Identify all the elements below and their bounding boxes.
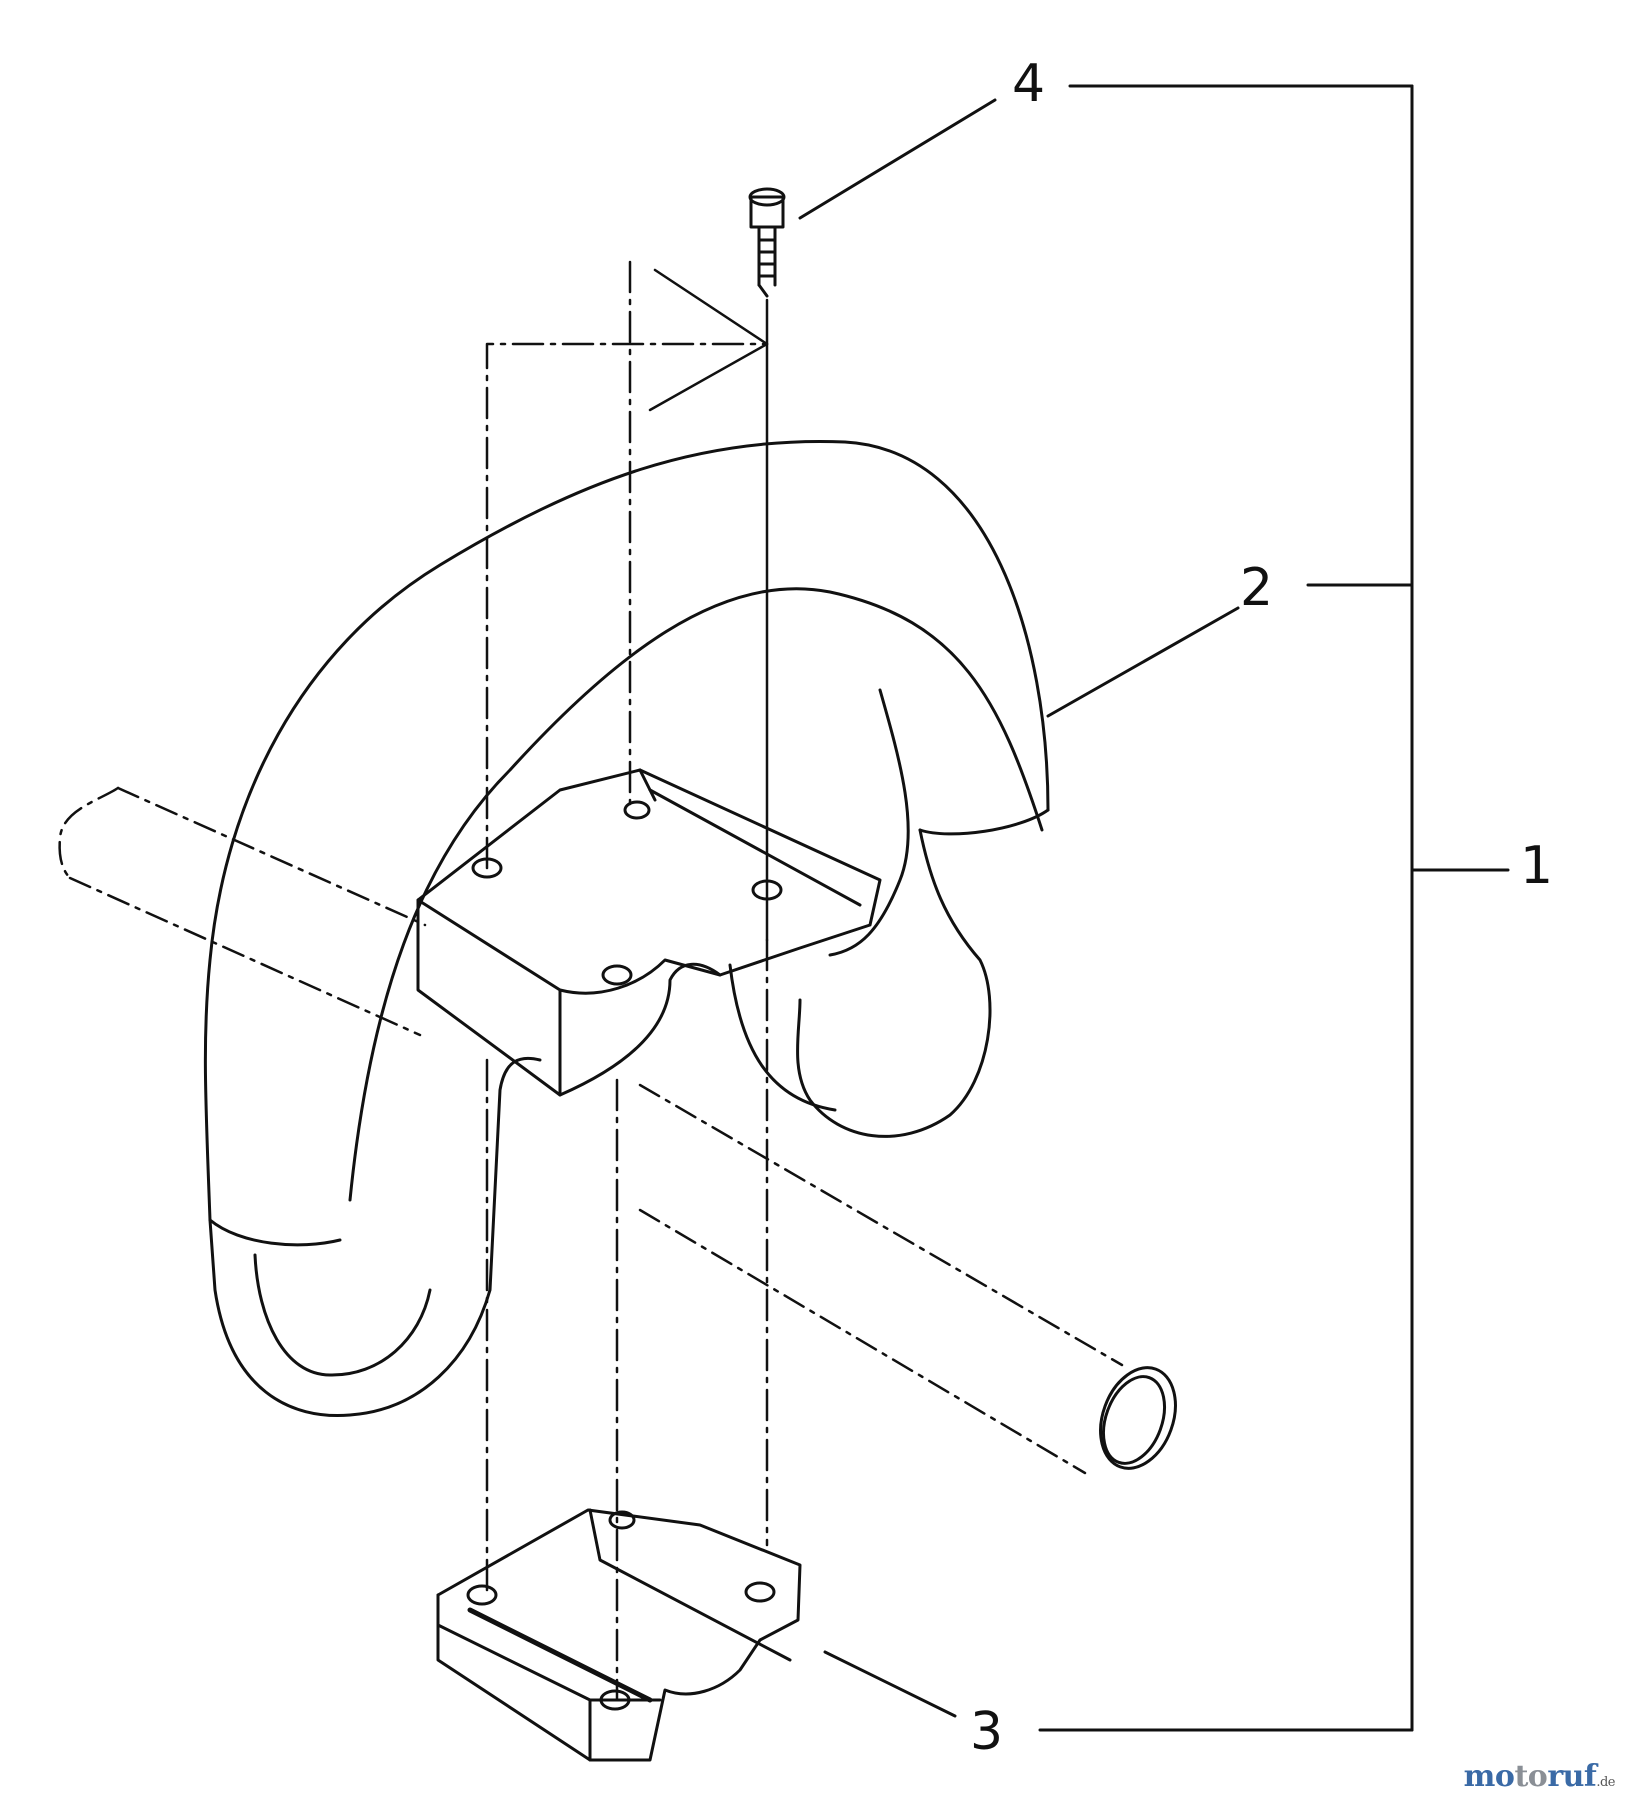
callout-number-3: 3 [970,1702,1004,1762]
callout-number-4: 4 [1012,54,1046,114]
screw [748,187,786,298]
shaft-tube [58,786,1124,1475]
watermark-part-3: ruf [1547,1759,1597,1794]
callout-number-2: 2 [1240,558,1274,618]
lower-clamp [436,1508,802,1762]
alignment-lines [485,260,769,1702]
watermark-part-1: mo [1463,1759,1515,1794]
shaft-end [1099,1366,1177,1470]
leader-line-2 [1046,606,1240,718]
watermark-logo: motoruf.de [1463,1759,1616,1794]
front-handle [203,439,1050,1418]
watermark-part-4: .de [1596,1775,1615,1790]
watermark-part-2: to [1514,1759,1548,1794]
upper-clamp [416,768,882,1097]
leader-line-3 [823,1650,957,1718]
leader-line-4 [798,98,997,220]
assembly-bracket [1038,84,1510,1732]
callout-number-1: 1 [1520,836,1554,896]
